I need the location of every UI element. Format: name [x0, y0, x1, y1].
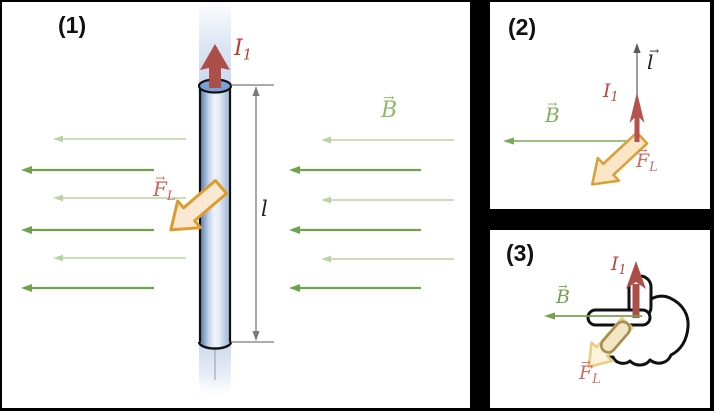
field-label: →B: [545, 97, 560, 127]
vector-diagram: [503, 43, 649, 186]
force-label: →FL: [153, 171, 176, 204]
force-arrow: [169, 179, 229, 232]
panel3-tag: (3): [506, 240, 535, 266]
wire-field-diagram: [21, 2, 454, 396]
current-arrow: [629, 92, 645, 142]
current-arrow: [626, 261, 646, 318]
length-label: l: [261, 197, 268, 221]
panel-right-hand-rule: (3) I1 →B →FL: [490, 230, 710, 408]
force-label: →FL: [579, 355, 601, 386]
field-arrows-right: [289, 136, 454, 292]
force-arrow: [590, 131, 649, 186]
current-arrow: [200, 44, 230, 88]
panel-wire-in-field: (1) I1 →B →FL l: [2, 2, 470, 408]
current-label: I1: [234, 36, 252, 64]
field-arrow: [544, 312, 642, 320]
field-label: →B: [556, 279, 570, 308]
panel-vector-diagram: (2) →l I1 →B →FL: [490, 2, 710, 209]
length-measure: [231, 84, 274, 343]
field-arrows-left: [21, 135, 186, 292]
force-label: →FL: [636, 143, 658, 174]
length-vector-label: →l: [647, 44, 660, 74]
middle-finger: [599, 320, 632, 354]
current-label: I1: [603, 80, 619, 104]
right-hand-rule-diagram: [544, 261, 690, 369]
field-arrow: [503, 137, 637, 145]
panel1-tag: (1): [58, 12, 87, 38]
current-label: I1: [611, 253, 627, 277]
field-label: →B: [381, 91, 398, 123]
panel2-tag: (2): [508, 14, 537, 40]
